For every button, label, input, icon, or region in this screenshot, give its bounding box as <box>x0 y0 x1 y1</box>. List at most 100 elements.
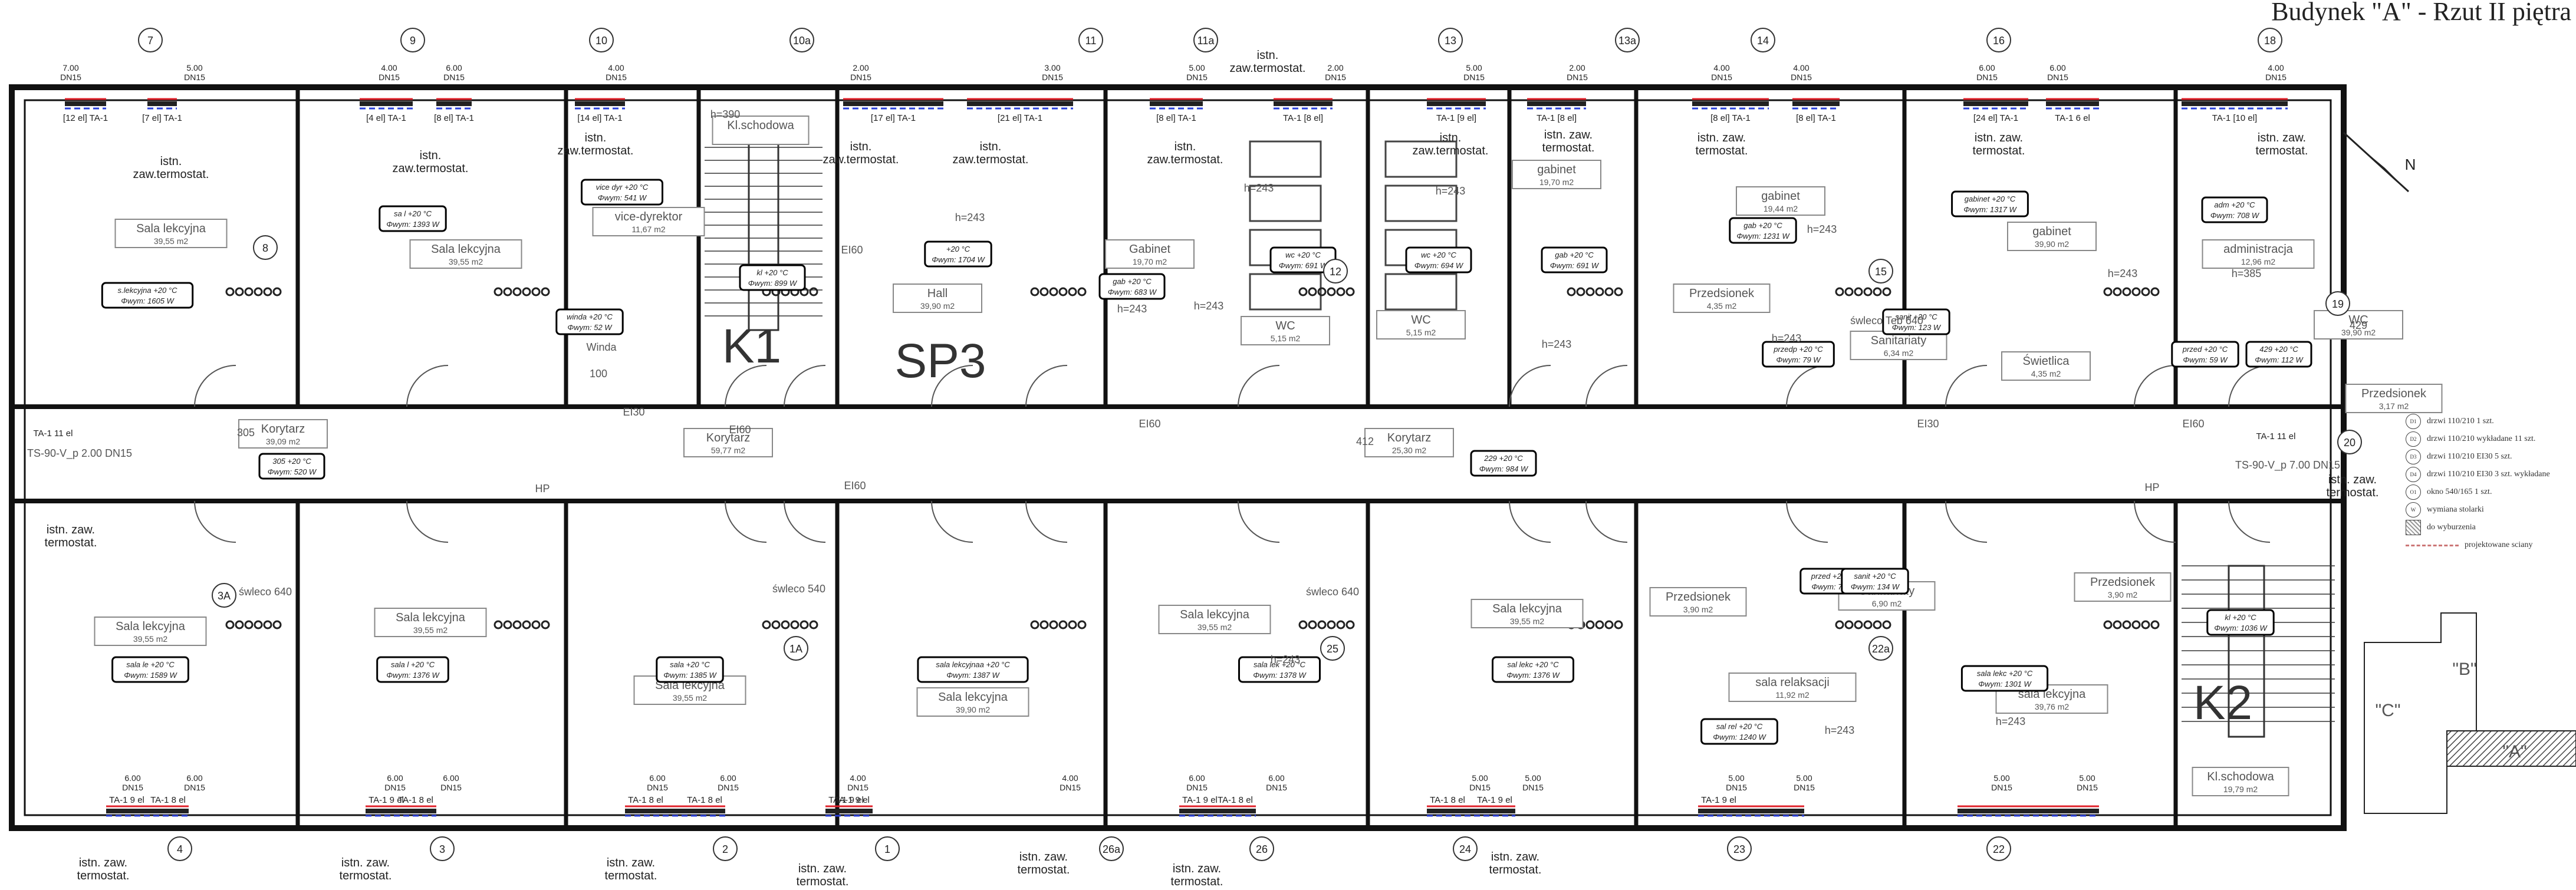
window-mark <box>1077 620 1087 629</box>
room-area: 39,55 m2 <box>413 625 448 635</box>
room-label-box <box>1158 605 1271 634</box>
thermostat-note: istn. zaw. <box>2258 131 2306 144</box>
heat-load-box <box>924 240 992 268</box>
window-mark <box>1308 620 1317 629</box>
room-area: 39,55 m2 <box>673 693 708 703</box>
window-mark <box>2141 620 2150 629</box>
window-mark <box>2131 287 2141 296</box>
window-mark <box>522 287 531 296</box>
room-number: 3 <box>439 843 445 855</box>
room-number-bubble <box>1078 28 1103 52</box>
thermostat-note: istn. zaw. <box>798 862 847 875</box>
thermostat-note: zaw.termostat. <box>393 162 469 175</box>
room-name: Gabinet <box>1129 243 1170 256</box>
room-area: 4,35 m2 <box>2031 369 2061 378</box>
heat-load-value: Φwym: 79 W <box>1776 355 1821 364</box>
window-mark <box>263 287 272 296</box>
door-swing <box>931 365 973 407</box>
annotation-label: h=243 <box>1436 185 1466 197</box>
room-name: Sala lekcyjna <box>396 611 466 624</box>
pipe-diameter: DN15 <box>2047 72 2068 82</box>
heat-load-room: wc +20 °C <box>1421 250 1456 259</box>
window-mark <box>522 620 531 629</box>
room-label-box <box>2314 310 2403 339</box>
window-mark <box>762 620 771 629</box>
room-name: Sala lekcyjna <box>1180 608 1250 621</box>
pipe-diameter: DN15 <box>1266 783 1287 792</box>
room-area: 39,90 m2 <box>2035 239 2070 249</box>
room-name: Przedsionek <box>2090 576 2156 589</box>
thermostat-note: istn. zaw. <box>1697 131 1746 144</box>
radiator <box>147 101 177 106</box>
pipe-length: 4.00 <box>1062 773 1078 783</box>
pipe-length: 6.00 <box>2049 63 2065 72</box>
room-label-box <box>1649 587 1747 617</box>
thermostat-note: istn. zaw. <box>1975 131 2023 144</box>
heat-load-box <box>1405 246 1472 273</box>
radiator-label: TA-1 8 el <box>628 795 663 805</box>
pipe-diameter: DN15 <box>60 72 81 82</box>
door-swing <box>1585 500 1628 543</box>
pipe-diameter: DN15 <box>443 72 465 82</box>
legend-item: do wyburzenia <box>2406 519 2559 536</box>
window-mark <box>1873 287 1882 296</box>
pipe-diameter: DN15 <box>2265 72 2287 82</box>
door-swing <box>725 365 767 407</box>
window-mark <box>790 620 800 629</box>
room-number: 10a <box>793 35 811 47</box>
heat-load-value: Φwym: 691 W <box>1279 261 1328 270</box>
radiator-label: TA-1 9 el <box>834 795 870 805</box>
radiator-label: [7 el] TA-1 <box>142 113 182 123</box>
pipe-diameter: DN15 <box>1463 72 1485 82</box>
room-number: 15 <box>1875 266 1887 278</box>
room-number-bubble <box>1986 836 2011 861</box>
window-mark <box>503 287 512 296</box>
room-label-box <box>1512 160 1601 189</box>
heat-load-value: Φwym: 59 W <box>2183 355 2228 364</box>
door-swing <box>1238 500 1280 543</box>
annotation-label: śwleco 640 <box>1306 586 1359 598</box>
annotation-label: HP <box>535 483 550 495</box>
radiator <box>360 101 413 106</box>
window-mark <box>1317 620 1327 629</box>
thermostat-note: istn. zaw. <box>1019 851 1068 863</box>
heat-load-box <box>917 656 1029 683</box>
heat-load-box <box>2201 196 2268 223</box>
pipe-length: 5.00 <box>1525 773 1541 783</box>
room-number-bubble <box>1615 28 1640 52</box>
room-label-box <box>1241 316 1330 345</box>
compass-line <box>2343 131 2410 193</box>
window-mark <box>781 620 790 629</box>
room-number: 11 <box>1085 35 1097 47</box>
pipe-diameter: DN15 <box>1991 783 2012 792</box>
room-area: 39,76 m2 <box>2035 702 2070 711</box>
room-number: 24 <box>1459 843 1471 855</box>
heat-load-room: gabinet +20 °C <box>1965 195 2016 203</box>
stair-well <box>748 140 779 331</box>
radiator-label: TA-1 9 el <box>1182 795 1218 805</box>
heat-load-value: Φwym: 984 W <box>1479 464 1529 473</box>
thermostat-note: istn. zaw. <box>1491 851 1539 863</box>
wc-stall <box>1249 140 1322 178</box>
room-number: 23 <box>1733 843 1745 855</box>
room-name: Korytarz <box>261 423 305 436</box>
room-number-bubble <box>1727 836 1752 861</box>
legend-item: projektowane sciany <box>2406 536 2559 554</box>
heat-load-box <box>376 656 449 683</box>
annotation-label: EI60 <box>844 480 866 492</box>
room-name: Kl.schodowa <box>727 119 794 132</box>
heat-load-value: Φwym: 1301 W <box>1978 680 2032 688</box>
room-area: 19,79 m2 <box>2223 784 2258 794</box>
pipe-length: 5.00 <box>2079 773 2095 783</box>
radiator <box>1179 809 1256 813</box>
heat-load-room: wc +20 °C <box>1285 250 1321 259</box>
heat-load-value: Φwym: 541 W <box>598 193 647 202</box>
radiator-label: TA-1 8 el <box>398 795 433 805</box>
room-label-box <box>374 608 487 637</box>
room-name: vice-dyrektor <box>615 210 683 223</box>
room-name: Sanitariaty <box>1871 334 1927 347</box>
window-mark <box>1039 287 1049 296</box>
room-number: 16 <box>1993 35 2005 47</box>
thermostat-note: termostat. <box>1696 144 1748 157</box>
room-area: 39,55 m2 <box>154 236 189 246</box>
